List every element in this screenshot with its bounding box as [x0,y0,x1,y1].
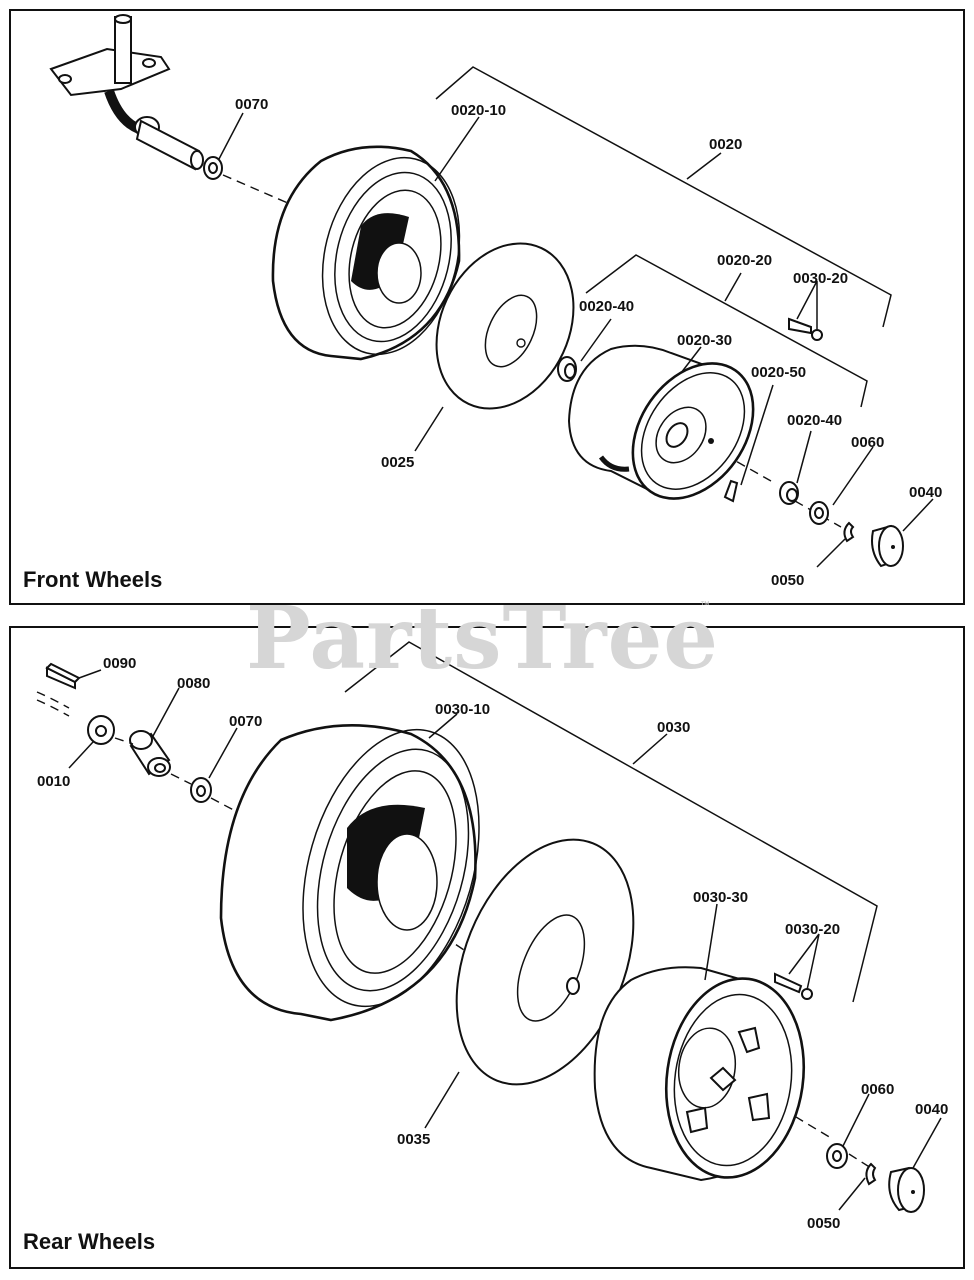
callout-0030-20: 0030-20 [793,270,848,287]
callout-0070: 0070 [235,96,268,113]
grease-fitting [723,479,739,503]
callout-0020: 0020 [709,136,742,153]
callout-0030-20-rear: 0030-20 [785,921,840,938]
callout-0020-40-left: 0020-40 [579,298,634,315]
callout-0020-50: 0020-50 [751,364,806,381]
callout-0040-rear: 0040 [915,1101,948,1118]
bearing-0020-40-right [779,481,799,505]
washer-0060-rear [826,1143,848,1169]
front-wheels-panel: 0070 0020-10 0020 0020-20 0030-20 0020-4… [9,9,965,605]
key-0090 [45,662,81,690]
front-rim [567,344,755,500]
callout-0040: 0040 [909,484,942,501]
callout-0025: 0025 [381,454,414,471]
callout-0030: 0030 [657,719,690,736]
callout-0030-30: 0030-30 [693,889,748,906]
rear-rim [593,966,806,1182]
washer-0060 [809,501,829,525]
rear-wheels-diagram: 0090 0080 0070 0010 0030-10 0030 0030-30… [36,641,948,1232]
rear-wheels-panel: 0090 0080 0070 0010 0030-10 0030 0030-30… [9,626,965,1269]
callout-0020-30: 0020-30 [677,332,732,349]
spindle-bracket [49,14,204,171]
washer-0010 [87,715,115,745]
callout-0020-10: 0020-10 [451,102,506,119]
front-wheels-diagram: 0070 0020-10 0020 0020-20 0030-20 0020-4… [49,14,942,589]
callout-0035: 0035 [397,1131,430,1148]
bearing-0020-40-left [557,356,577,382]
callout-0080: 0080 [177,675,210,692]
callout-0060: 0060 [851,434,884,451]
washer-0070 [203,156,223,180]
callout-0010: 0010 [37,773,70,790]
clip-0050 [843,521,855,543]
callout-0020-40-right: 0020-40 [787,412,842,429]
callout-0070-rear: 0070 [229,713,262,730]
callout-0050-rear: 0050 [807,1215,840,1232]
front-tire [271,145,461,361]
callout-0030-10: 0030-10 [435,701,490,718]
rear-wheels-title: Rear Wheels [23,1229,156,1254]
front-inner-tube [435,242,575,410]
hub-cap-0040 [871,524,904,568]
front-wheels-title: Front Wheels [23,567,163,592]
callout-0090: 0090 [103,655,136,672]
washer-0070-rear [190,777,212,803]
callout-0020-20: 0020-20 [717,252,772,269]
valve-stem-rear [774,972,813,1000]
callout-0060-rear: 0060 [861,1081,894,1098]
clip-0050-rear [865,1162,877,1186]
spacer-0080 [129,730,171,777]
hub-cap-0040-rear [888,1166,925,1213]
trademark-mark: ™ [700,600,710,611]
valve-stem-front [788,317,823,341]
callout-0050: 0050 [771,572,804,589]
rear-tire [219,724,480,1022]
